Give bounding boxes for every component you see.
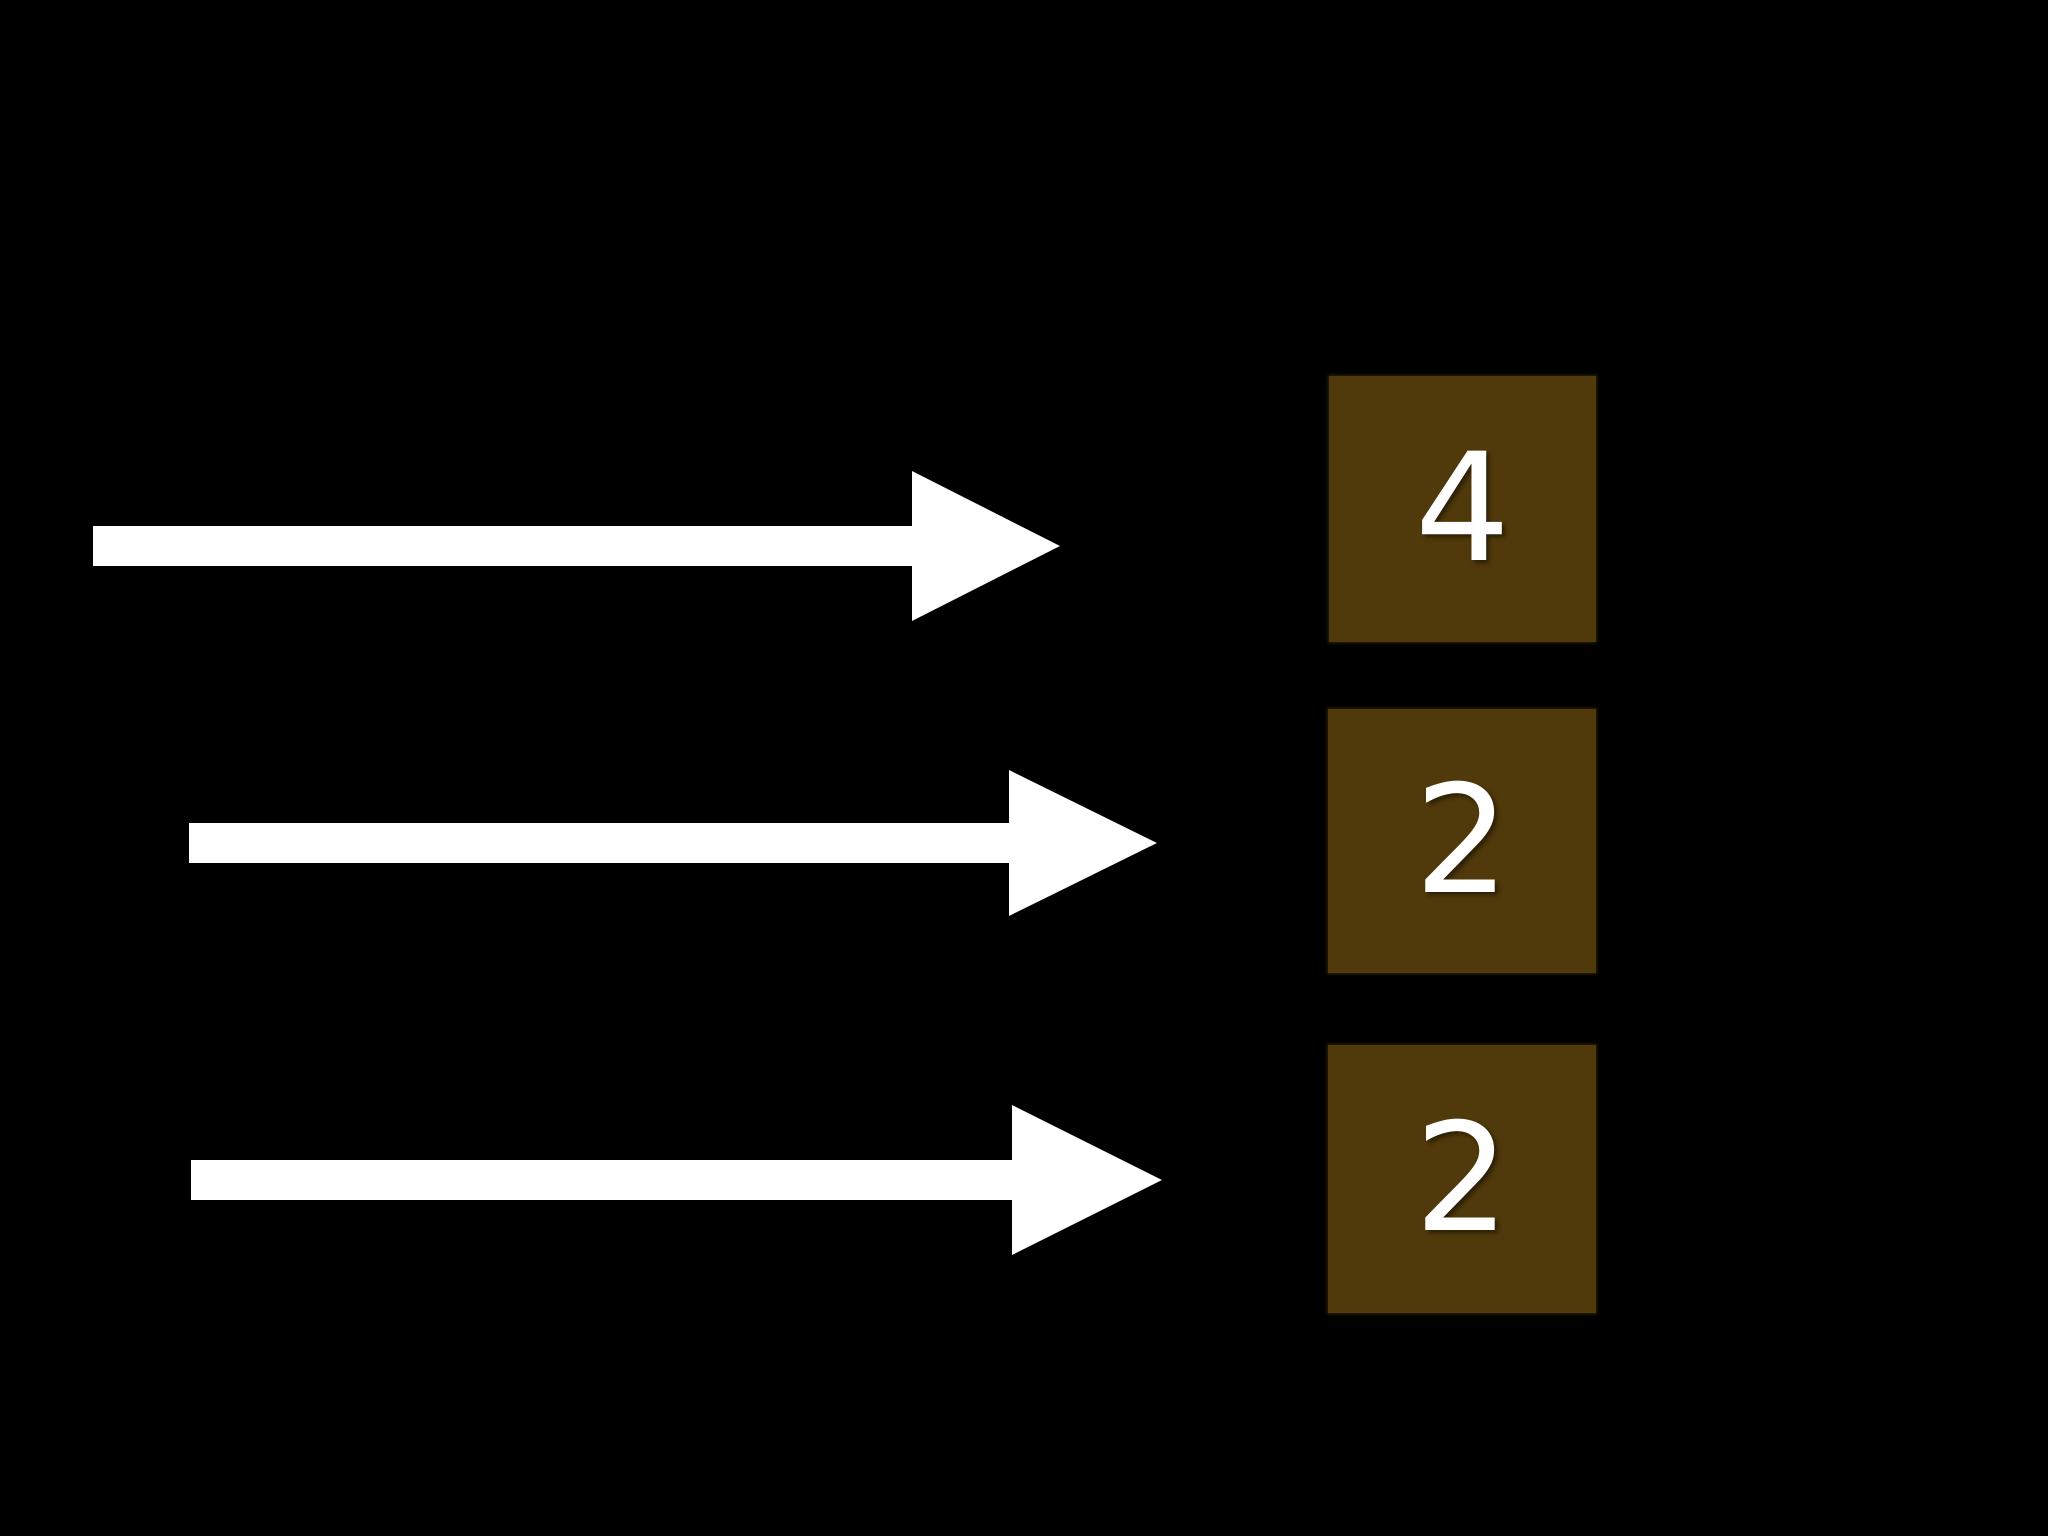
tile-bottom[interactable]: 2	[1328, 1045, 1596, 1313]
arrow-bottom-icon	[191, 1105, 1162, 1255]
tile-top[interactable]: 4	[1329, 376, 1596, 642]
tile-middle[interactable]: 2	[1328, 709, 1596, 973]
arrow-middle-icon	[189, 770, 1157, 916]
tile-top-label: 4	[1414, 422, 1511, 596]
arrow-top-icon	[93, 471, 1060, 621]
tile-middle-label: 2	[1414, 754, 1510, 928]
tile-bottom-label: 2	[1414, 1092, 1510, 1266]
